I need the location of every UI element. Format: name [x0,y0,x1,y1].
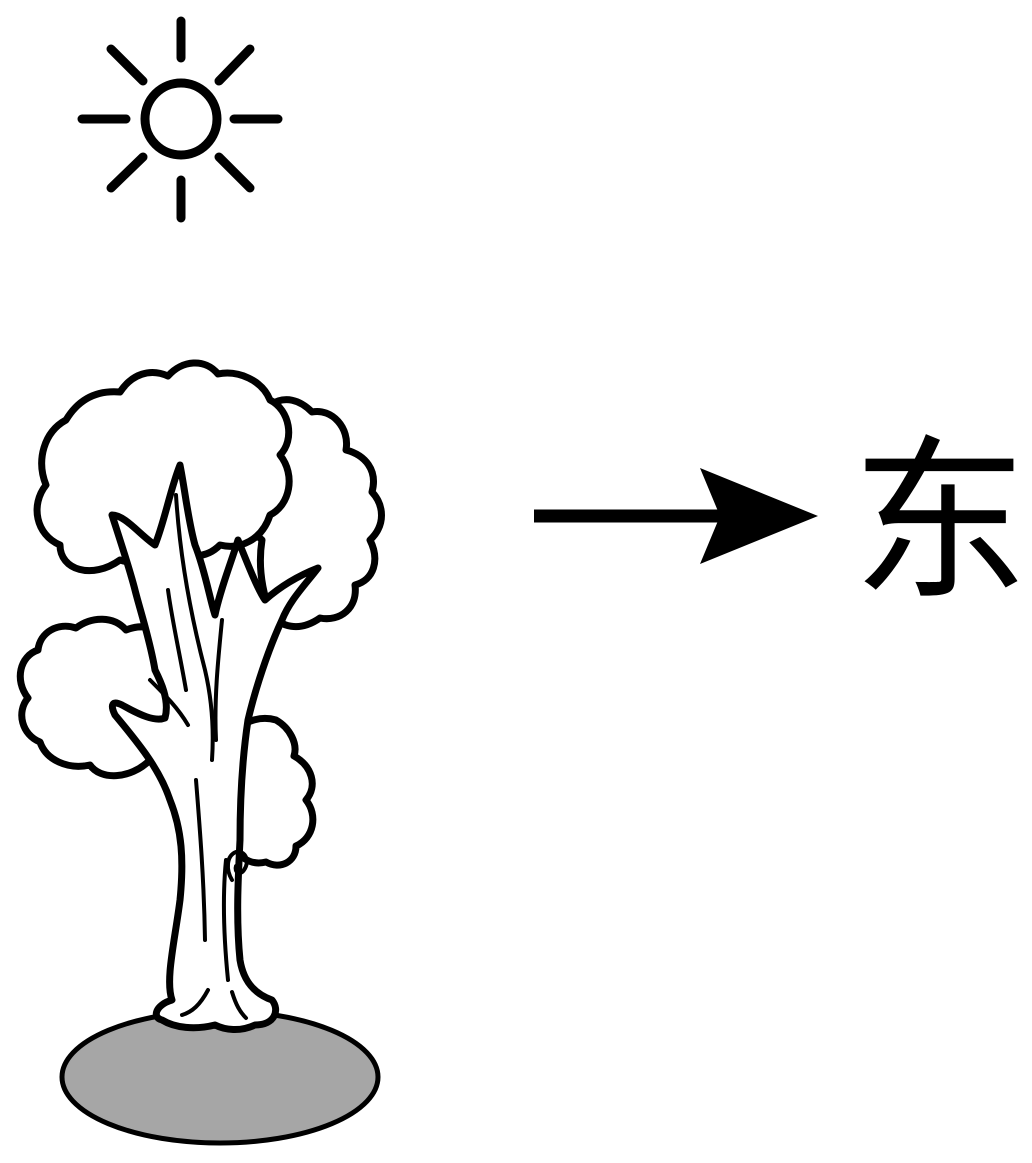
tree-bark-lines [148,493,248,1020]
tree-crown-top [33,359,293,575]
sun-icon [77,16,283,223]
tree-trunk [108,461,322,1033]
tree-knot [225,849,249,882]
tree-icon [16,359,385,1033]
shadow-ellipse [59,1008,381,1146]
arrow-right-icon [534,468,818,564]
direction-label: 东 [852,420,1029,625]
